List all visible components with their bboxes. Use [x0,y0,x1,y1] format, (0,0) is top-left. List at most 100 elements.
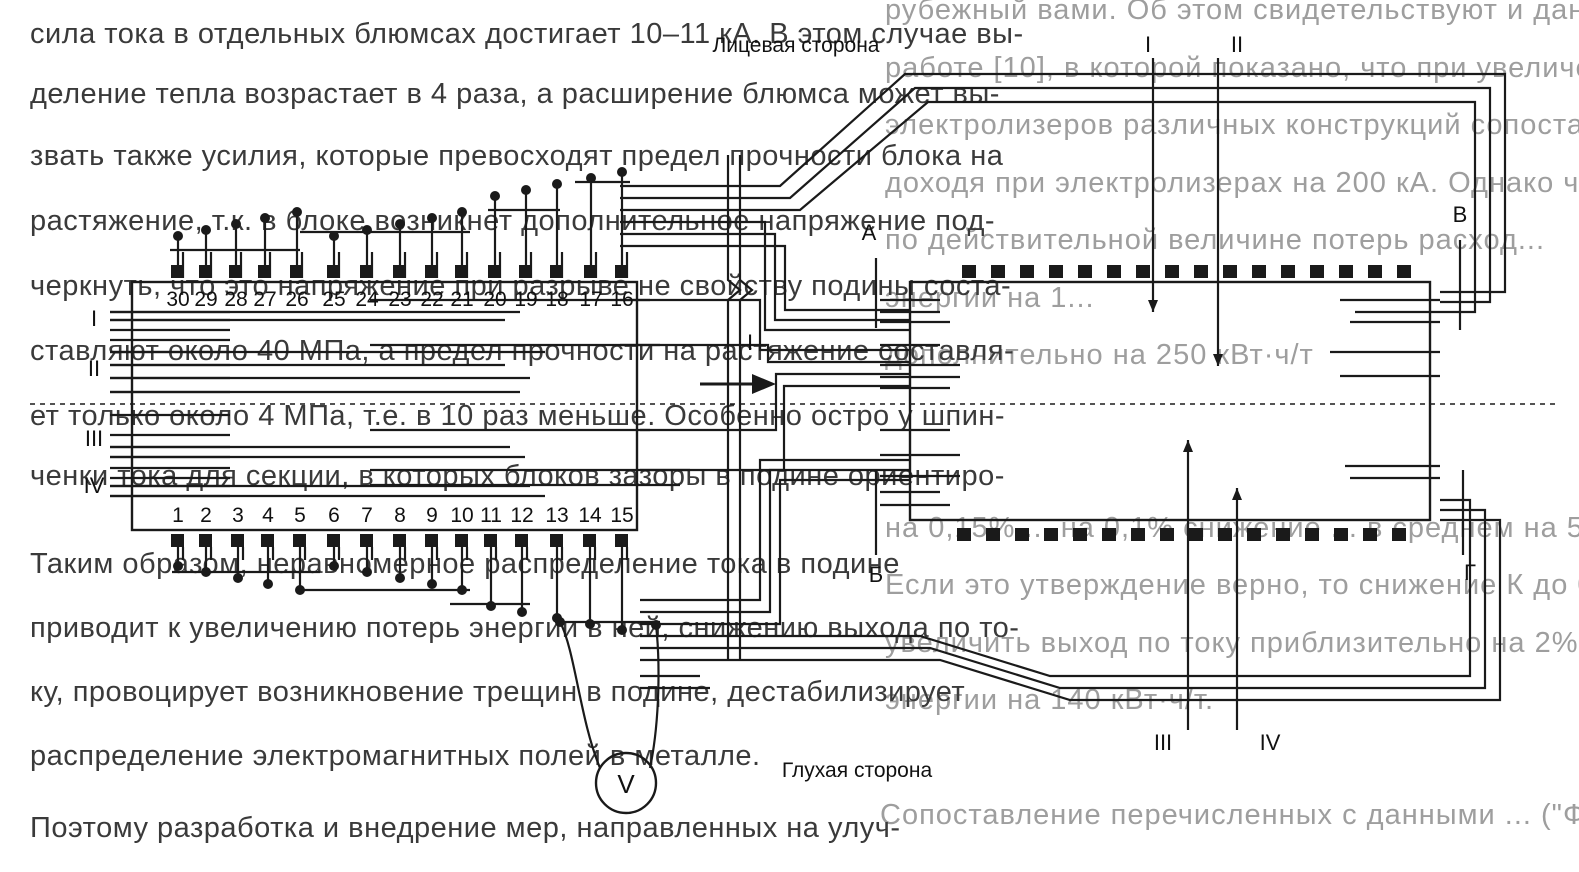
right-block-outline [908,280,1432,522]
bottom-cathode-marker [515,534,528,547]
top-junction-node [457,207,467,217]
feeder-wire-mid [640,384,910,472]
feeder-wire-top [620,100,1477,314]
section-marker-top: I [1145,32,1151,57]
right-bottom-marker [1392,528,1406,541]
row-label: IV [84,473,105,498]
top-junction-node [260,213,270,223]
bottom-junction-node [617,625,627,635]
voltmeter-probe-node [555,617,565,627]
right-bottom-marker [1131,528,1145,541]
bottom-cathode-number: 1 [172,504,184,527]
right-bottom-marker [1160,528,1174,541]
top-anode-number: 22 [420,288,443,311]
top-junction-node [427,213,437,223]
ghost-text-line: Сопоставление перечисленных с данными ..… [880,799,1579,831]
voltmeter-lead-left [559,621,602,769]
right-top-marker [991,265,1005,278]
top-junction-node [490,191,500,201]
voltmeter-probe-node [651,620,661,630]
right-bottom-marker [957,528,971,541]
bottom-junction-node [263,579,273,589]
ghost-text-line: по действительной величине потерь расход… [885,224,1546,256]
right-top-marker [1281,265,1295,278]
ghost-text-line: доходя при электролизерах на 200 кА. Одн… [885,166,1579,199]
voltmeter-circle [594,751,658,815]
feeder-wire-mid [640,372,910,432]
ghost-text-line: Если это утверждение верно, то снижение … [885,569,1579,601]
paragraph-line: ку, провоцирует возникновение трещин в п… [30,676,966,708]
feeder-wire-top [620,232,910,322]
right-top-marker [1397,265,1411,278]
bottom-junction-node [201,567,211,577]
front-side-label: Лицевая сторона [713,34,880,57]
current-label: I [747,330,753,355]
top-anode-number: 17 [579,288,602,311]
feeder-wire-mid [620,343,910,364]
top-anode-marker [199,265,212,278]
right-top-marker [1368,265,1382,278]
top-anode-marker [519,265,532,278]
ghost-text-line: рубежный вами. Об этом свидетельствуют и… [885,0,1579,26]
top-junction-node [329,231,339,241]
bottom-cathode-number: 11 [480,504,502,527]
right-bottom-marker [1334,528,1348,541]
bottom-cathode-marker [393,534,406,547]
bottom-cathode-marker [293,534,306,547]
feeder-wire-bottom [640,468,910,614]
corner-label-A: А [862,220,877,245]
feeder-wire-top [620,220,910,332]
top-junction-node [201,225,211,235]
right-top-marker [1194,265,1208,278]
right-bottom-marker [1073,528,1087,541]
ghost-text-line: энергии на 1... [885,281,1095,314]
top-anode-number: 27 [253,288,276,311]
section-arrow-I-head [1148,300,1158,312]
right-bottom-marker [1218,528,1232,541]
top-anode-marker [327,265,340,278]
top-junction-node [552,179,562,189]
ghost-text-line: электролизеров различных конструкций соп… [885,109,1579,141]
top-anode-marker [455,265,468,278]
right-top-marker [1078,265,1092,278]
bottom-cathode-marker [425,534,438,547]
bottom-junction-node [329,561,339,571]
voltmeter-lead-right [648,624,660,769]
bottom-junction-node [585,619,595,629]
bottom-junction-node [395,573,405,583]
top-anode-marker [258,265,271,278]
right-bottom-marker [1305,528,1319,541]
section-marker-bottom: III [1154,730,1172,755]
top-anode-marker [290,265,303,278]
feeder-wire-bottom [640,498,1472,678]
ghost-text-line: увеличить выход по току приблизительно н… [885,626,1579,659]
right-top-marker [1107,265,1121,278]
feeder-wire-mid [620,298,910,352]
row-label: III [85,426,103,451]
top-anode-marker [229,265,242,278]
bottom-junction-node [173,561,183,571]
top-anode-number: 24 [355,288,379,311]
row-label: II [88,356,100,381]
bottom-cathode-marker [455,534,468,547]
bottom-cathode-number: 4 [262,504,274,527]
feeder-wire-top [620,244,910,312]
bottom-cathode-number: 10 [450,504,473,527]
top-junction-node [521,185,531,195]
top-junction-node [173,231,183,241]
bottom-cathode-marker [231,534,244,547]
corner-label-G: Г [1464,560,1476,585]
top-anode-number: 29 [194,288,217,311]
bottom-junction-node [362,567,372,577]
right-top-marker [1136,265,1150,278]
top-anode-number: 20 [483,288,506,311]
right-bottom-marker [1044,528,1058,541]
feeder-wire-bottom [640,508,1487,690]
top-anode-number: 23 [388,288,411,311]
top-anode-number: 16 [610,288,633,311]
right-top-marker [1165,265,1179,278]
feeder-wire-bottom [640,478,910,626]
top-junction-node [292,207,302,217]
